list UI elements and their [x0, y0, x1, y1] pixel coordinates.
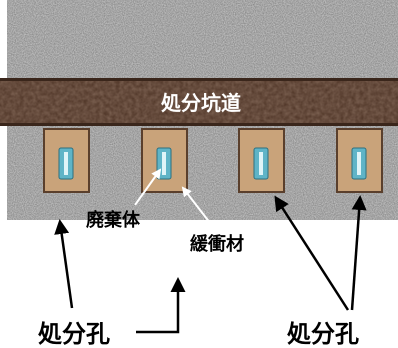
hole-left-arrow-1 — [54, 219, 74, 309]
buffer-material-arrow — [181, 186, 215, 229]
hole-right-label: 処分孔 — [287, 320, 359, 348]
hole-right-arrow-2 — [350, 195, 367, 311]
disposal-hole-2 — [141, 128, 188, 193]
disposal-hole-1 — [43, 128, 90, 193]
disposal-hole-3 — [238, 128, 285, 193]
disposal-hole-4 — [336, 128, 383, 193]
waste-body-arrow — [134, 168, 162, 206]
hole-right-arrow-1 — [274, 195, 350, 311]
hole-left-label: 処分孔 — [38, 320, 110, 348]
disposal-tunnel — [0, 78, 398, 126]
hole-left-arrow-2 — [136, 277, 186, 334]
buffer-material-label: 緩衝材 — [190, 233, 244, 255]
tunnel-label: 処分坑道 — [161, 91, 241, 115]
waste-body-label: 廃棄体 — [86, 209, 141, 231]
